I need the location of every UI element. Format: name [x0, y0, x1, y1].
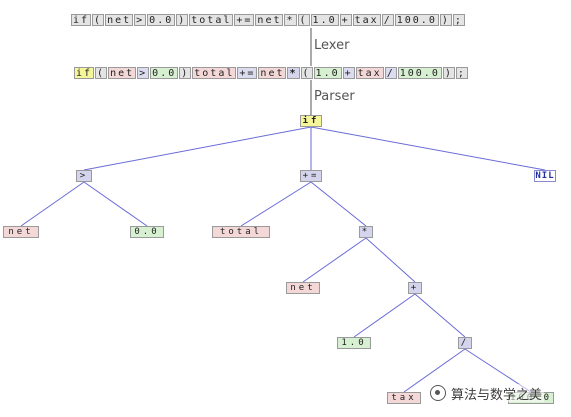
lexer-token: ) — [179, 67, 192, 79]
source-token: ( — [297, 14, 310, 26]
tree-edge-mul-net2 — [302, 237, 367, 283]
source-token: += — [234, 14, 255, 26]
lexer-token: += — [237, 67, 258, 79]
watermark: 算法与数学之美 — [428, 384, 545, 403]
source-token: 0.0 — [147, 14, 176, 26]
lexer-token: tax — [355, 67, 384, 79]
lexer-token: / — [384, 67, 397, 79]
source-token: if — [71, 14, 92, 26]
tree-edge-div-tax — [403, 348, 466, 393]
lexer-token: total — [192, 67, 237, 79]
tree-node-net2: net — [286, 282, 320, 294]
tree-edge-pluseq-mul — [310, 181, 367, 227]
tree-node-if: if — [300, 115, 322, 127]
source-token: ; — [452, 14, 465, 26]
lexer-token: ) — [442, 67, 455, 79]
source-token: > — [134, 14, 147, 26]
lexer-label: Lexer — [314, 38, 350, 53]
lexer-token: + — [342, 67, 355, 79]
tree-edge-gt-net1 — [20, 181, 85, 227]
source-token: 100.0 — [394, 14, 439, 26]
lexer-token: * — [287, 67, 300, 79]
tree-node-mul: * — [359, 226, 373, 238]
lexer-token: 0.0 — [150, 67, 179, 79]
lexer-token: 1.0 — [313, 67, 342, 79]
tree-node-gt: > — [76, 170, 92, 182]
tree-edge-pluseq-total — [240, 181, 312, 227]
tree-node-net1: net — [3, 226, 39, 238]
tree-node-zero: 0.0 — [130, 226, 164, 238]
tree-node-one: 1.0 — [337, 337, 371, 349]
lexer-token: net — [108, 67, 137, 79]
source-token: ) — [176, 14, 189, 26]
tree-node-total: total — [212, 226, 270, 238]
tree-edge-if-nil — [310, 126, 546, 171]
source-token: ( — [92, 14, 105, 26]
tree-node-plus: + — [408, 282, 422, 294]
lexer-token: ( — [300, 67, 313, 79]
tree-edge-mul-plus — [365, 237, 416, 283]
tree-node-nil: NIL — [534, 170, 556, 182]
source-code-line: if(net>0.0)total+=net*(1.0+tax/100.0); — [71, 14, 465, 26]
source-token: ) — [439, 14, 452, 26]
source-token: net — [255, 14, 284, 26]
wechat-circle-icon — [430, 385, 446, 401]
lexer-token: if — [74, 67, 95, 79]
source-token: / — [381, 14, 394, 26]
parser-label: Parser — [314, 89, 355, 104]
tree-edge-gt-zero — [83, 181, 148, 227]
lexer-token: net — [258, 67, 287, 79]
source-token: total — [189, 14, 234, 26]
lexer-token: > — [137, 67, 150, 79]
tree-node-pluseq: += — [300, 170, 322, 182]
source-token: + — [339, 14, 352, 26]
watermark-text: 算法与数学之美 — [451, 387, 543, 403]
source-token: tax — [352, 14, 381, 26]
source-token: 1.0 — [310, 14, 339, 26]
source-token: * — [284, 14, 297, 26]
source-token: net — [105, 14, 134, 26]
tree-edge-if-gt — [83, 126, 312, 171]
tree-node-tax: tax — [387, 392, 421, 404]
tree-edge-plus-div — [414, 293, 466, 338]
tree-edge-plus-one — [353, 293, 416, 338]
lexer-token: ; — [455, 67, 468, 79]
lexer-token: 100.0 — [397, 67, 442, 79]
lexer-token: ( — [95, 67, 108, 79]
token-stream-line: if(net>0.0)total+=net*(1.0+tax/100.0); — [74, 67, 468, 79]
tree-node-div: / — [458, 337, 472, 349]
